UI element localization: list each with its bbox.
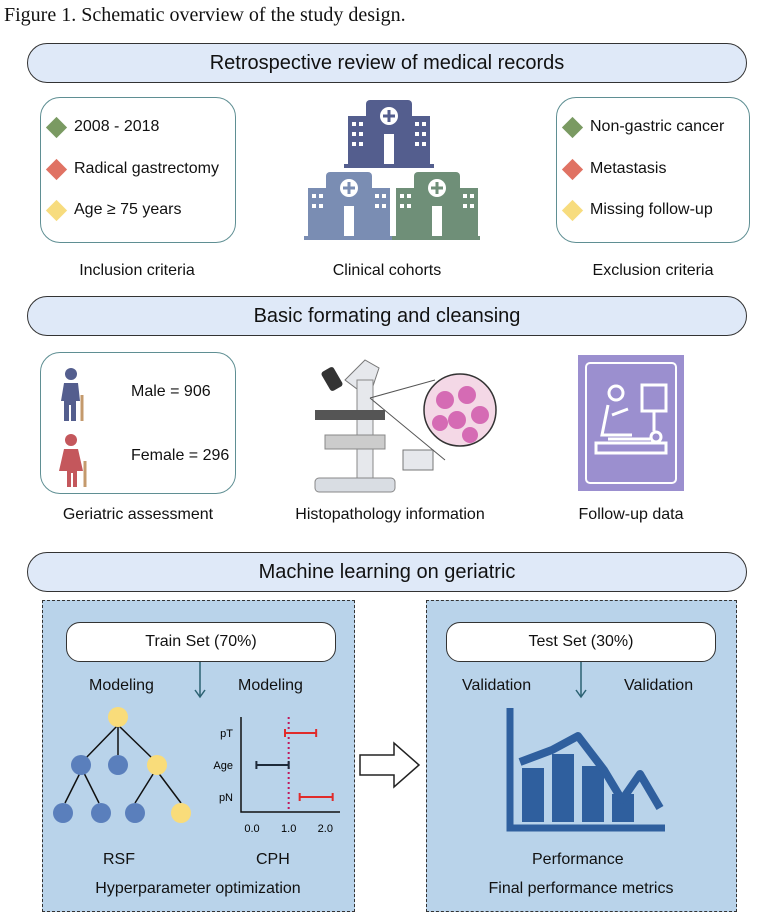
histopathology-caption: Histopathology information bbox=[295, 506, 485, 523]
modeling-label-left: Modeling bbox=[89, 677, 154, 694]
female-count: Female = 296 bbox=[131, 447, 230, 464]
inclusion-item-text: Radical gastrectomy bbox=[74, 160, 219, 177]
diamond-icon bbox=[561, 158, 584, 180]
x-tick-label: 1.0 bbox=[281, 823, 296, 835]
arrow-down-icon bbox=[575, 662, 587, 699]
validation-label-right: Validation bbox=[624, 677, 694, 694]
exclusion-criteria-box: Non-gastric cancer Metastasis Missing fo… bbox=[556, 97, 750, 243]
banner-retrospective-review: Retrospective review of medical records bbox=[27, 43, 747, 83]
cohorts-caption: Clinical cohorts bbox=[332, 262, 442, 279]
confidence-interval bbox=[284, 729, 318, 737]
banner-machine-learning: Machine learning on geriatric bbox=[27, 552, 747, 592]
inclusion-item: Radical gastrectomy bbox=[45, 158, 219, 180]
diamond-icon bbox=[45, 158, 68, 180]
inclusion-caption: Inclusion criteria bbox=[79, 262, 195, 279]
rsf-tree-icon bbox=[53, 707, 191, 823]
banner-formatting-cleansing: Basic formating and cleansing bbox=[27, 296, 747, 336]
follow-up-caption: Follow-up data bbox=[578, 506, 684, 523]
hospital-icon-top bbox=[344, 100, 434, 168]
forest-axes bbox=[240, 717, 340, 813]
performance-label: Performance bbox=[532, 851, 624, 868]
exclusion-item: Missing follow-up bbox=[561, 199, 713, 221]
diamond-icon bbox=[45, 199, 68, 221]
inclusion-item: Age ≥ 75 years bbox=[45, 199, 182, 221]
test-set-box: Test Set (30%) bbox=[446, 622, 716, 662]
x-tick-label: 2.0 bbox=[318, 823, 333, 835]
modeling-label-right: Modeling bbox=[238, 677, 303, 694]
male-count: Male = 906 bbox=[131, 383, 211, 400]
elderly-man-icon bbox=[61, 368, 84, 421]
arrow-right-icon bbox=[359, 741, 421, 789]
exclusion-item-text: Non-gastric cancer bbox=[590, 118, 725, 135]
exclusion-item: Metastasis bbox=[561, 158, 667, 180]
inclusion-item: 2008 - 2018 bbox=[45, 116, 160, 138]
cph-label: CPH bbox=[256, 851, 290, 868]
diamond-icon bbox=[45, 116, 68, 138]
final-metrics-caption: Final performance metrics bbox=[488, 880, 674, 897]
figure-title: Figure 1. Schematic overview of the stud… bbox=[4, 4, 406, 26]
cph-forest-plot: pT Age pN 0.0 1.0 2.0 bbox=[213, 717, 340, 835]
validation-label-left: Validation bbox=[462, 677, 532, 694]
performance-chart-icon bbox=[506, 708, 665, 832]
arrow-down-icon bbox=[194, 662, 206, 699]
forest-row-label: pT bbox=[220, 728, 233, 740]
rsf-label: RSF bbox=[103, 851, 135, 868]
exclusion-item-text: Missing follow-up bbox=[590, 201, 713, 218]
confidence-interval bbox=[298, 793, 334, 801]
exclusion-caption: Exclusion criteria bbox=[592, 262, 714, 279]
exclusion-item: Non-gastric cancer bbox=[561, 116, 725, 138]
hospital-icon-left bbox=[304, 172, 394, 240]
forest-row-label: Age bbox=[213, 760, 233, 772]
diamond-icon bbox=[561, 116, 584, 138]
geriatric-box: Male = 906 Female = 296 bbox=[40, 352, 236, 494]
microscope-icon bbox=[314, 359, 497, 493]
geriatric-caption: Geriatric assessment bbox=[62, 506, 214, 523]
elderly-woman-icon bbox=[59, 434, 87, 487]
diamond-icon bbox=[561, 199, 584, 221]
hyperparameter-caption: Hyperparameter optimization bbox=[95, 880, 301, 897]
train-set-box: Train Set (70%) bbox=[66, 622, 336, 662]
inclusion-item-text: 2008 - 2018 bbox=[74, 118, 160, 135]
follow-up-patient-icon bbox=[578, 355, 684, 491]
hospitals-icon bbox=[304, 100, 480, 240]
exclusion-item-text: Metastasis bbox=[590, 160, 667, 177]
hospital-icon-right bbox=[392, 172, 480, 240]
x-tick-label: 0.0 bbox=[244, 823, 259, 835]
inclusion-criteria-box: 2008 - 2018 Radical gastrectomy Age ≥ 75… bbox=[40, 97, 236, 243]
forest-row-label: pN bbox=[219, 792, 233, 804]
inclusion-item-text: Age ≥ 75 years bbox=[74, 201, 182, 218]
confidence-interval bbox=[255, 761, 290, 769]
